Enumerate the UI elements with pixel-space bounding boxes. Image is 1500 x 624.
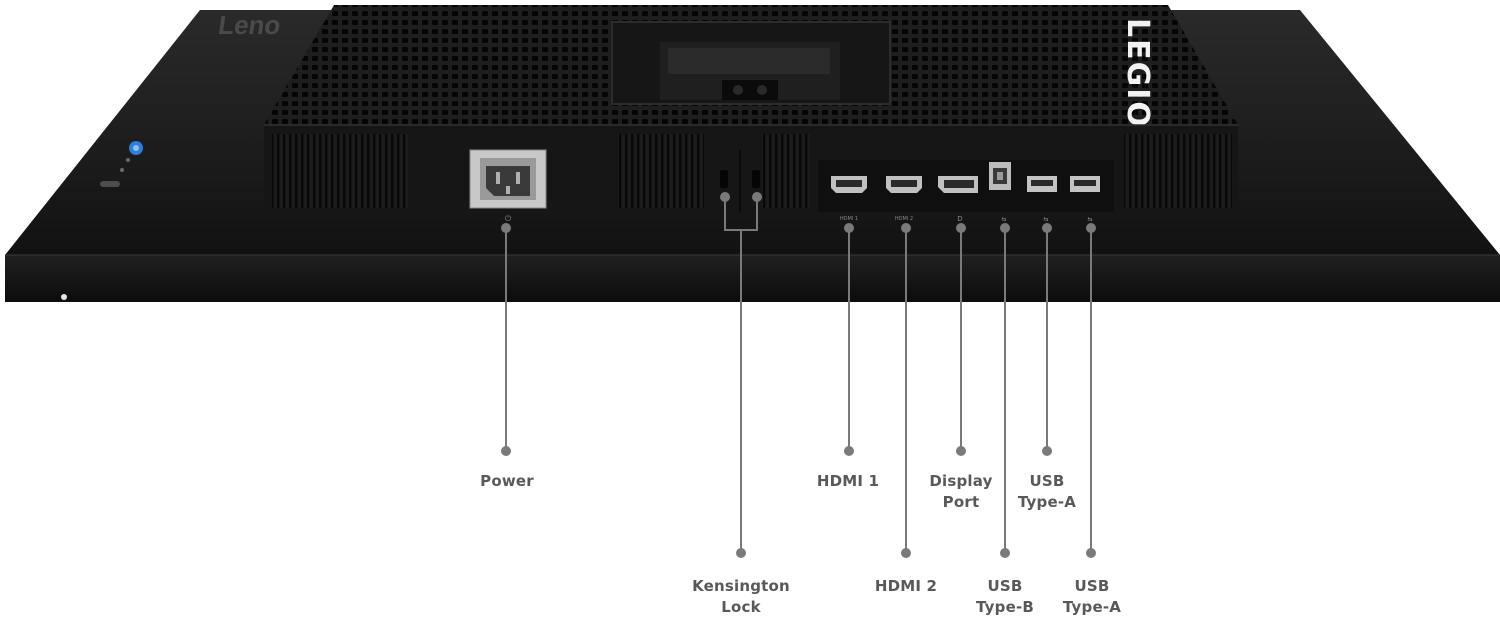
displayport-symbol-icon: D <box>957 215 962 223</box>
control-buttons <box>100 141 143 187</box>
usb-symbol-icon: ⇆ <box>1043 216 1048 223</box>
callout-usb-b-line2: Type-B <box>976 598 1034 616</box>
power-symbol-icon: ⏻ <box>505 214 512 223</box>
vent-grille <box>618 134 704 208</box>
vent-grille <box>1124 134 1232 208</box>
dot-icon <box>956 223 966 233</box>
callout-displayport-line1: Display <box>929 472 993 490</box>
power-led-icon <box>61 294 67 300</box>
dot-icon <box>752 192 762 202</box>
usb-symbol-icon: ⇆ <box>1001 216 1006 223</box>
brand-logo: Leno <box>216 10 282 40</box>
button-icon <box>100 181 120 187</box>
callout-displayport-line2: Port <box>942 493 980 511</box>
callout-power-text: Power <box>480 472 534 490</box>
callout-usb-a1-line1: USB <box>1029 472 1065 490</box>
callout-kensington-line2: Lock <box>721 598 761 616</box>
hdmi1-port <box>831 176 867 193</box>
dot-icon <box>956 446 966 456</box>
callout-usb-type-a-1: USB Type-A <box>1018 471 1076 513</box>
dot-icon <box>720 192 730 202</box>
usb-symbol-icon: ⇆ <box>1087 216 1092 223</box>
dot-icon <box>844 223 854 233</box>
callout-usb-b-line1: USB <box>987 577 1023 595</box>
callout-usb-type-a-2: USB Type-A <box>1063 576 1121 618</box>
callout-kensington-line1: Kensington <box>692 577 790 595</box>
dot-icon <box>736 548 746 558</box>
dot-icon <box>501 223 511 233</box>
displayport-port <box>938 176 978 193</box>
button-icon <box>126 158 130 162</box>
dot-icon <box>901 548 911 558</box>
vent-grille <box>762 134 810 208</box>
callout-hdmi1: HDMI 1 <box>817 471 879 492</box>
dot-icon <box>844 446 854 456</box>
callout-usb-a1-line2: Type-A <box>1017 493 1077 511</box>
callout-usb-a2-line1: USB <box>1074 577 1110 595</box>
callout-displayport: Display Port <box>929 471 992 513</box>
callout-kensington-lock: Kensington Lock <box>692 576 790 618</box>
callout-hdmi2: HDMI 2 <box>875 576 937 597</box>
power-inlet: ⏻ <box>469 149 547 223</box>
kensington-slot <box>720 150 760 212</box>
monitor-bottom-edge <box>5 255 1500 302</box>
dot-icon <box>1042 446 1052 456</box>
callout-hdmi1-text: HDMI 1 <box>816 472 880 490</box>
usb-type-a-port <box>1027 176 1057 192</box>
dot-icon <box>1000 223 1010 233</box>
callout-hdmi2-text: HDMI 2 <box>874 577 938 595</box>
dot-icon <box>1042 223 1052 233</box>
callout-power: Power <box>480 471 534 492</box>
callout-usb-a2-line2: Type-A <box>1062 598 1122 616</box>
port-mark: HDMI 2 <box>895 216 913 222</box>
callout-usb-type-b: USB Type-B <box>976 576 1034 618</box>
dot-icon <box>501 446 511 456</box>
button-icon <box>120 168 124 172</box>
dot-icon <box>1086 223 1096 233</box>
vent-grille <box>272 134 408 208</box>
rear-housing: LEGION <box>264 5 1238 214</box>
dot-icon <box>901 223 911 233</box>
leader-lines <box>505 197 1092 553</box>
io-port-panel: HDMI 1 HDMI 2 D ⇆ ⇆ ⇆ <box>818 160 1114 223</box>
dot-icon <box>1086 548 1096 558</box>
hdmi2-port <box>886 176 922 193</box>
dot-icon <box>1000 548 1010 558</box>
usb-type-a-port <box>1070 176 1100 192</box>
leader-dots <box>501 192 1096 558</box>
usb-type-b-port <box>989 162 1011 190</box>
port-mark: HDMI 1 <box>840 216 858 222</box>
